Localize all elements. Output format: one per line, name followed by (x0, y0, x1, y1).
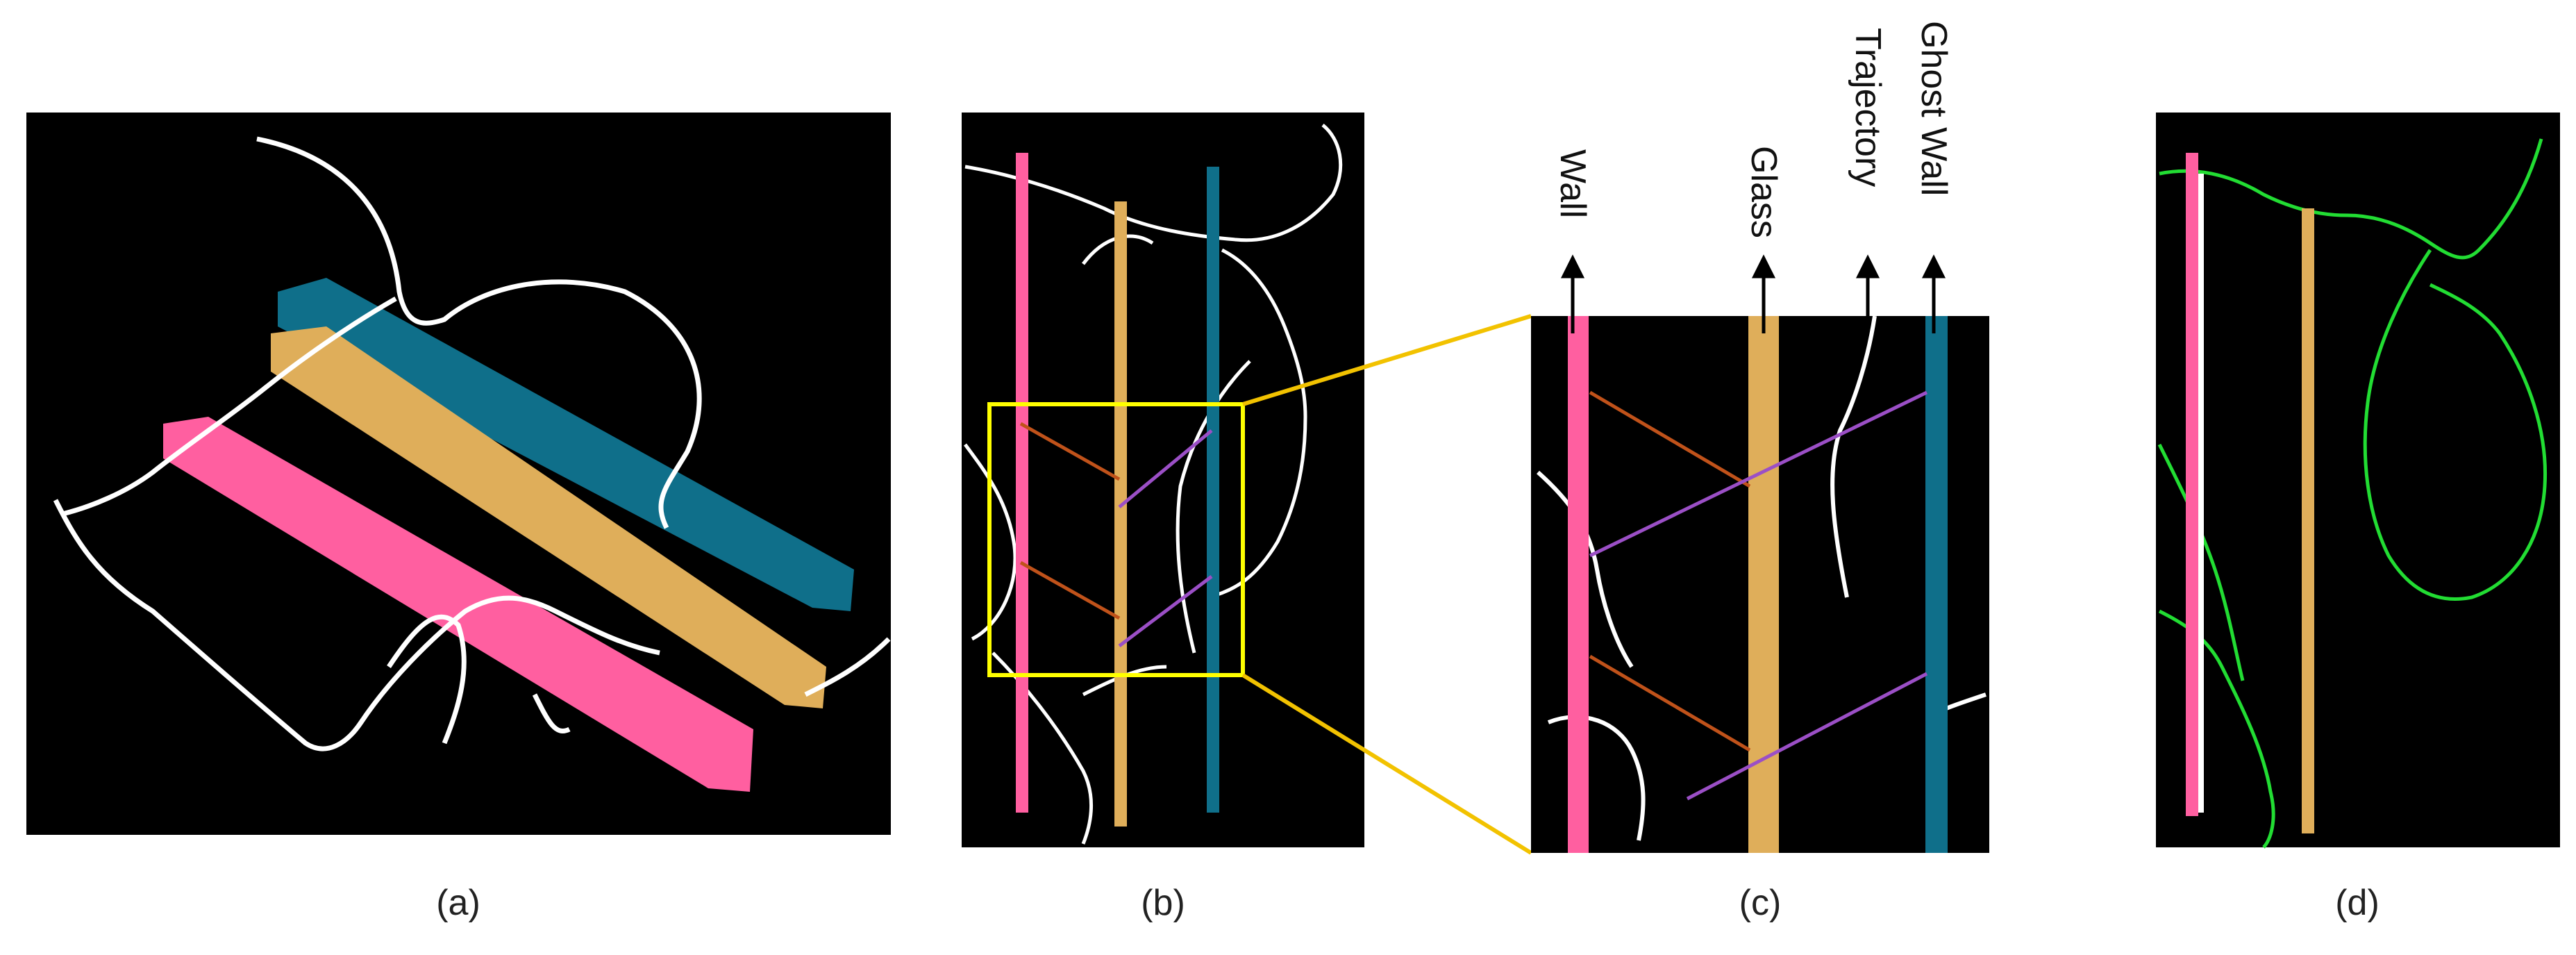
panel-b-ghost-wall-strip (1207, 167, 1219, 813)
arrow-wall-head (1560, 254, 1585, 279)
panel-b (962, 113, 1364, 847)
panel-b-wall-strip (1016, 153, 1028, 813)
zoom-connector-bottom (1241, 673, 1532, 855)
panel-a-glass-slab (271, 326, 826, 708)
label-wall: Wall (1553, 149, 1593, 219)
panel-b-reflection-line-2 (1019, 560, 1121, 620)
panel-d-wall-strip (2186, 153, 2198, 816)
panel-b-ray-line-1 (1118, 429, 1213, 508)
panel-b-zoom-box (987, 402, 1245, 677)
caption-a: (a) (436, 883, 480, 923)
panel-c-reflection-line-2 (1589, 654, 1751, 752)
panel-d-trajectory (2157, 138, 2548, 849)
panel-c (1531, 254, 1989, 853)
arrow-ghost-wall-head (1921, 254, 1946, 279)
panel-b-ray-line-2 (1118, 575, 1213, 647)
panel-a-ghost-wall-slab (278, 278, 854, 611)
label-glass: Glass (1743, 146, 1784, 238)
panel-a-wall-slab (163, 417, 753, 792)
arrow-glass-head (1751, 254, 1776, 279)
panel-c-reflection-line-1 (1589, 390, 1751, 488)
panel-b-glass-strip (1114, 201, 1127, 827)
panel-c-wall-strip (1568, 316, 1589, 853)
panel-c-ray-line-1 (1589, 390, 1928, 558)
panel-d-glass-strip (2302, 208, 2314, 833)
label-arrows (1560, 254, 1946, 333)
caption-d: (d) (2335, 883, 2380, 923)
panel-c-trajectory (1537, 315, 1987, 841)
label-trajectory: Trajectory (1848, 28, 1888, 188)
panel-a (26, 113, 891, 835)
panel-d-background (2156, 113, 2560, 847)
panel-c-glass-strip (1748, 316, 1779, 853)
label-ghost-wall: Ghost Wall (1914, 21, 1954, 197)
panel-d (2156, 113, 2560, 849)
panel-a-trajectory (53, 136, 891, 751)
panel-c-ghost-wall-strip (1925, 316, 1948, 853)
arrow-trajectory-head (1855, 254, 1880, 279)
caption-c: (c) (1739, 883, 1782, 923)
zoom-connector-top (1242, 314, 1532, 406)
panel-c-ray-line-2 (1686, 672, 1928, 801)
panel-b-reflection-line-1 (1019, 422, 1121, 481)
caption-b: (b) (1141, 883, 1185, 923)
